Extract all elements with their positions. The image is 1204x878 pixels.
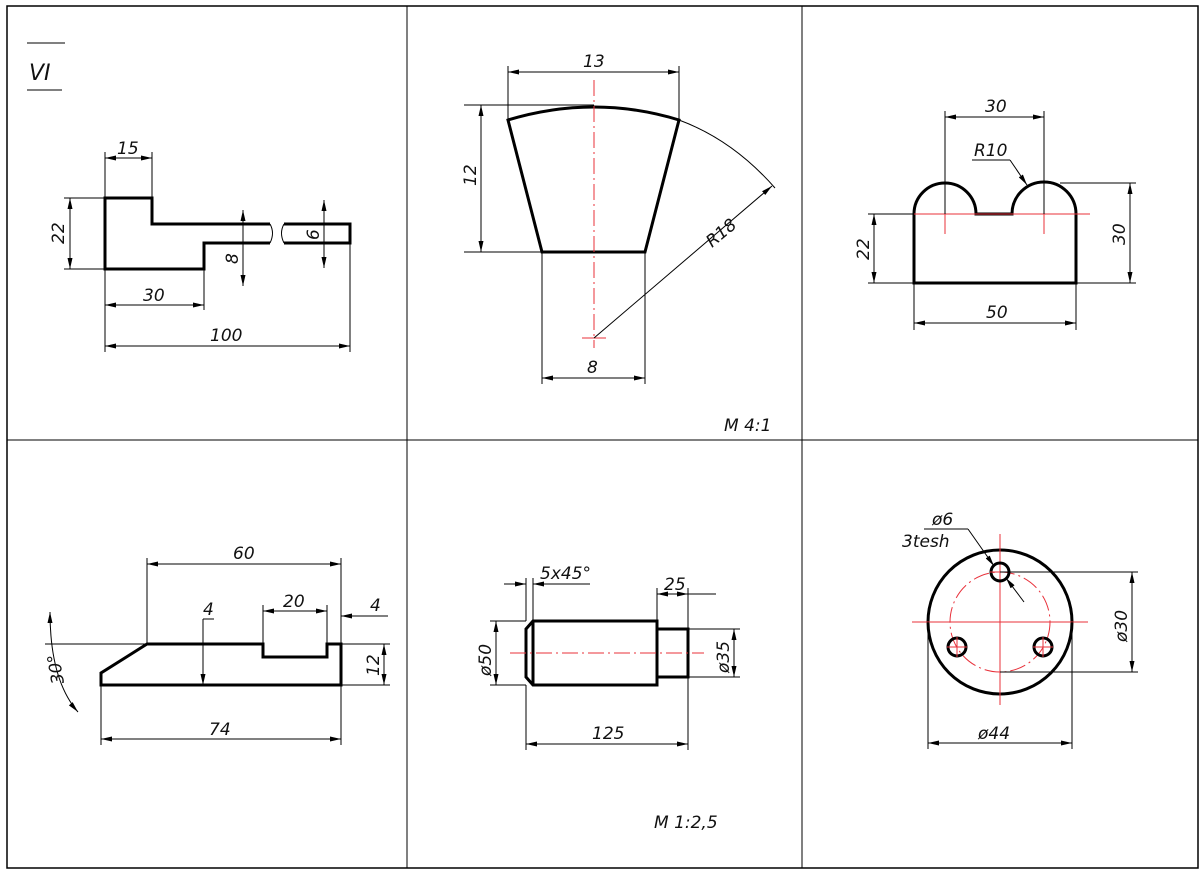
dim-dia6: ø6	[931, 510, 953, 530]
dim-125: 125	[592, 724, 624, 744]
scale-label-1-2-5: M 1:2,5	[654, 813, 718, 833]
beveled-plate-outline	[99, 642, 343, 687]
scale-label-4-1: M 4:1	[724, 416, 771, 436]
dim-6: 6	[304, 229, 324, 240]
dim-12: 12	[364, 654, 384, 676]
dim-4-left: 4	[203, 600, 214, 620]
dim-30-right: 30	[1110, 223, 1130, 245]
holes-count: 3tesh	[902, 532, 950, 552]
panel-stepped-bar: 15 22 8 6 30 100	[49, 139, 352, 352]
sector-outline	[506, 105, 681, 254]
dim-dia35: ø35	[714, 641, 734, 674]
dim-30: 30	[143, 286, 165, 306]
dim-chamfer: 5x45°	[540, 564, 591, 584]
dim-30-deg: 30°	[44, 652, 69, 685]
panel-beveled-plate: 60 4 20 4 12 30° 74	[44, 544, 390, 745]
sheet-border	[6, 5, 1199, 869]
dim-15: 15	[117, 139, 139, 159]
dim-60: 60	[233, 544, 255, 564]
dim-8: 8	[223, 253, 243, 264]
break-line-left	[269, 223, 273, 244]
dim-r10: R10	[974, 141, 1007, 161]
dim-22: 22	[49, 222, 69, 244]
panel-stepped-shaft: 5x45° 25 ø50 ø35 125 M 1:2,5	[476, 564, 740, 833]
dim-8-bottom: 8	[587, 358, 598, 378]
dim-25: 25	[664, 575, 686, 595]
dim-13: 13	[583, 52, 605, 72]
variant-text: VI	[29, 61, 51, 86]
dim-dia44: ø44	[977, 724, 1010, 744]
dim-dia30: ø30	[1112, 610, 1132, 643]
dim-12: 12	[461, 164, 481, 186]
stepped-bar-outline	[103, 196, 270, 271]
panel-sector-segment: 13 12 R18 8 M 4:1	[461, 52, 776, 436]
dim-dia50: ø50	[476, 644, 496, 677]
dim-50: 50	[986, 303, 1008, 323]
panel-notched-block: 30 R10 22 30 50	[854, 97, 1136, 330]
variant-label: VI	[27, 42, 65, 91]
dim-4-right: 4	[370, 596, 381, 616]
dim-20: 20	[283, 592, 305, 612]
dim-100: 100	[210, 326, 242, 346]
break-line-right	[281, 223, 285, 244]
stepped-bar-end	[284, 222, 352, 245]
dim-r18: R18	[702, 215, 741, 252]
dim-22-left: 22	[854, 238, 874, 260]
r18-arc	[678, 119, 776, 189]
notched-block-outline	[912, 180, 1078, 285]
panel-flange: ø6 3tesh ø30 ø44	[902, 510, 1138, 749]
dim-30-top: 30	[985, 97, 1007, 117]
dim-74: 74	[209, 720, 231, 740]
